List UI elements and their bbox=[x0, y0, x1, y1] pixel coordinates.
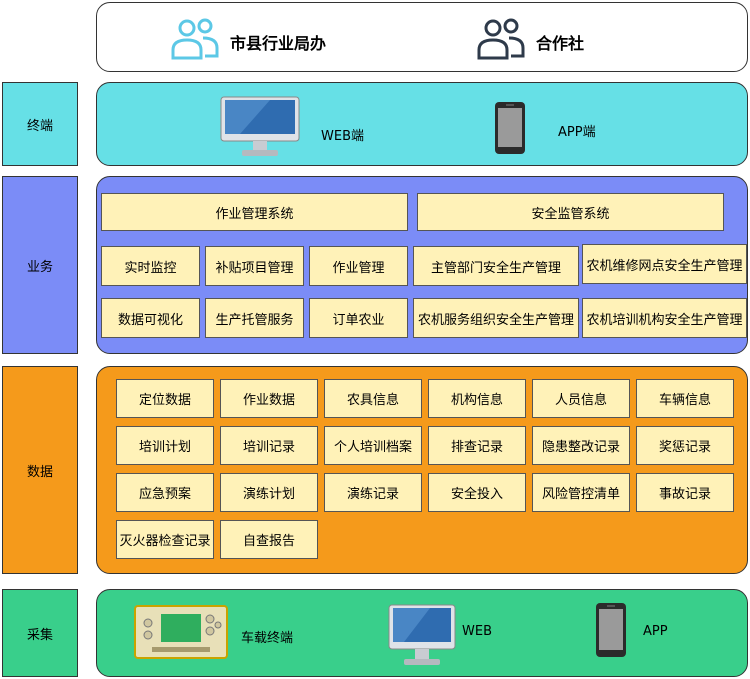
data-item: 作业数据 bbox=[220, 379, 318, 418]
data-item: 车辆信息 bbox=[636, 379, 734, 418]
users-icon bbox=[477, 18, 525, 60]
phone-icon bbox=[596, 603, 626, 657]
user-label-bureau: 市县行业局办 bbox=[230, 34, 327, 53]
business-item: 作业管理 bbox=[309, 246, 408, 286]
system-box-operations: 作业管理系统 bbox=[101, 193, 408, 231]
data-item: 灭火器检查记录 bbox=[116, 520, 214, 559]
business-item: 实时监控 bbox=[101, 246, 200, 286]
system-box-safety: 安全监管系统 bbox=[417, 193, 724, 231]
layer-label-terminal: 终端 bbox=[2, 82, 78, 166]
data-item: 定位数据 bbox=[116, 379, 214, 418]
data-item: 应急预案 bbox=[116, 473, 214, 512]
data-item: 隐患整改记录 bbox=[532, 426, 630, 465]
data-item: 自查报告 bbox=[220, 520, 318, 559]
monitor-icon bbox=[388, 604, 456, 665]
terminal-panel bbox=[96, 82, 748, 166]
collect-vehicle-label: 车载终端 bbox=[241, 631, 294, 646]
terminal-app-label: APP端 bbox=[558, 125, 596, 140]
data-item: 培训计划 bbox=[116, 426, 214, 465]
collect-web-label: WEB bbox=[462, 624, 492, 639]
data-item: 排查记录 bbox=[428, 426, 526, 465]
terminal-web-label: WEB端 bbox=[321, 129, 364, 144]
layer-label-data: 数据 bbox=[2, 366, 78, 574]
business-item: 数据可视化 bbox=[101, 298, 200, 338]
user-label-coop: 合作社 bbox=[536, 34, 585, 53]
business-item: 农机服务组织安全生产管理 bbox=[413, 298, 579, 338]
layer-label-business: 业务 bbox=[2, 176, 78, 354]
monitor-icon bbox=[220, 96, 300, 156]
data-item: 风险管控清单 bbox=[532, 473, 630, 512]
data-item: 农具信息 bbox=[324, 379, 422, 418]
business-item: 农机培训机构安全生产管理 bbox=[582, 298, 747, 338]
data-item: 事故记录 bbox=[636, 473, 734, 512]
layer-label-collect: 采集 bbox=[2, 589, 78, 677]
data-item: 个人培训档案 bbox=[324, 426, 422, 465]
data-item: 演练计划 bbox=[220, 473, 318, 512]
business-item: 农机维修网点安全生产管理 bbox=[582, 244, 747, 284]
data-item: 人员信息 bbox=[532, 379, 630, 418]
data-item: 机构信息 bbox=[428, 379, 526, 418]
business-item: 订单农业 bbox=[309, 298, 408, 338]
data-item: 安全投入 bbox=[428, 473, 526, 512]
data-item: 培训记录 bbox=[220, 426, 318, 465]
collect-app-label: APP bbox=[643, 624, 668, 639]
business-item: 主管部门安全生产管理 bbox=[413, 246, 579, 286]
data-item: 奖惩记录 bbox=[636, 426, 734, 465]
users-icon bbox=[171, 18, 219, 60]
business-item: 生产托管服务 bbox=[205, 298, 304, 338]
data-item: 演练记录 bbox=[324, 473, 422, 512]
business-item: 补贴项目管理 bbox=[205, 246, 304, 286]
vehicle-terminal-icon bbox=[134, 605, 228, 659]
phone-icon bbox=[495, 102, 525, 154]
